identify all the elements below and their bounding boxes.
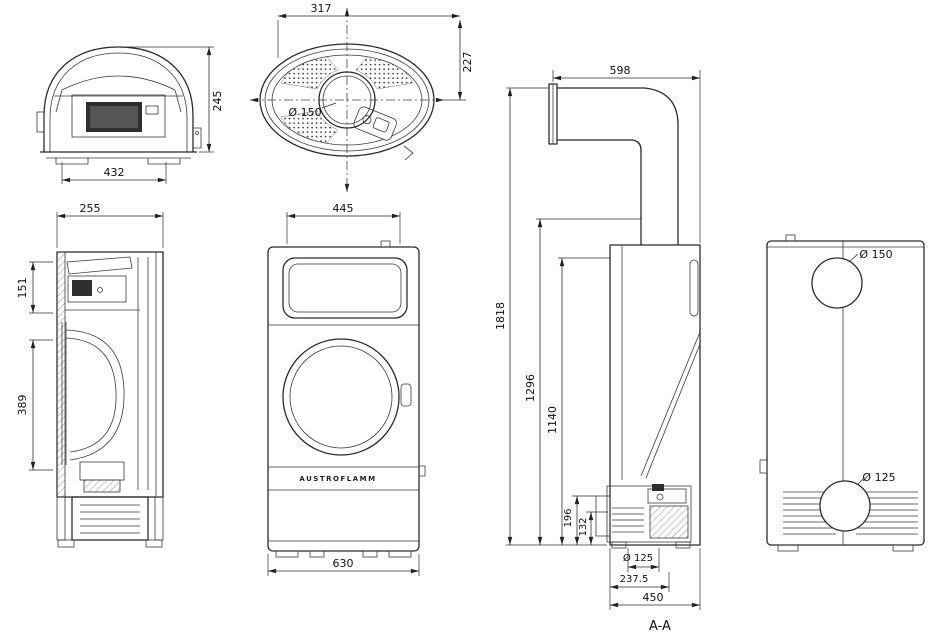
section-hatch-front-wall xyxy=(56,251,66,498)
door-latch xyxy=(400,383,412,407)
view-rear: Ø 150 Ø 125 xyxy=(759,234,925,552)
motor-grille xyxy=(612,507,644,533)
dim-top-width: 317 xyxy=(277,2,460,58)
dim-dome-width: 432 xyxy=(61,162,167,184)
foot xyxy=(275,550,299,558)
dim-label-outlet-diameter: Ø 125 xyxy=(623,552,653,564)
foot xyxy=(57,539,75,548)
perforation-field-lower xyxy=(280,110,339,144)
dim-flue-length: 598 xyxy=(552,64,701,243)
dim-side-chamber-height: 389 xyxy=(16,339,53,471)
dim-outlet-diameter: Ø 125 xyxy=(623,548,660,572)
dim-side-depth: 255 xyxy=(56,202,164,248)
dim-label-front-base-width: 630 xyxy=(333,557,354,570)
dim-section-depth: 450 xyxy=(610,548,701,610)
dim-body-height: 1140 xyxy=(546,257,610,545)
dim-outlet-offset: 237.5 xyxy=(609,548,670,610)
dim-label-side-upper-height: 151 xyxy=(16,278,29,299)
foot xyxy=(145,539,163,548)
foot xyxy=(388,550,412,558)
dim-label-side-chamber-height: 389 xyxy=(16,395,29,416)
dim-label-flue-length: 598 xyxy=(610,64,631,77)
brand-logo: AUSTROFLAMM xyxy=(299,475,376,483)
dim-label-dome-width: 432 xyxy=(104,166,125,179)
dim-label-rear-bottom-outlet: Ø 125 xyxy=(862,471,895,484)
flue-opening xyxy=(318,71,376,129)
dim-label-total-height: 1818 xyxy=(494,302,507,330)
dim-front-body-width: 445 xyxy=(286,202,401,244)
dim-top-depth: 227 xyxy=(438,20,474,101)
dim-label-top-width: 317 xyxy=(311,2,332,15)
view-side-section xyxy=(56,251,164,548)
view-top-plan xyxy=(250,8,444,192)
pedestal-grille xyxy=(80,504,140,534)
foot xyxy=(309,550,325,558)
view-front: AUSTROFLAMM xyxy=(267,240,426,558)
view-top-unit-front xyxy=(36,46,202,165)
pedestal xyxy=(71,496,149,541)
perforation-field-left xyxy=(280,56,339,90)
dim-label-section-depth: 450 xyxy=(643,591,664,604)
perforation-field-right xyxy=(355,56,414,90)
foot xyxy=(777,544,799,552)
rear-top-outlet xyxy=(811,257,863,309)
dim-label-burner-height: 196 xyxy=(563,508,574,527)
dim-front-base-width: 630 xyxy=(267,554,420,576)
control-box xyxy=(353,106,397,141)
dim-side-upper-height: 151 xyxy=(16,261,53,314)
foot xyxy=(611,541,627,549)
fire-door xyxy=(282,338,400,456)
foot xyxy=(675,541,691,549)
dim-label-rear-top-outlet: Ø 150 xyxy=(859,248,892,261)
dim-mid-height: 1296 xyxy=(524,218,641,545)
dim-total-height: 1818 xyxy=(494,87,607,546)
dim-label-side-depth: 255 xyxy=(80,202,101,215)
dim-burner-height: 196 xyxy=(563,495,596,545)
foot xyxy=(892,544,914,552)
dim-label-top-depth: 227 xyxy=(461,52,474,73)
dim-top-flue-diameter: Ø 150 xyxy=(288,102,337,119)
dim-label-dome-height: 245 xyxy=(211,91,224,112)
dim-label-top-flue-diameter: Ø 150 xyxy=(288,106,321,119)
dim-outlet-height: 132 xyxy=(578,511,608,545)
section-label: A-A xyxy=(649,619,671,634)
hopper-slope xyxy=(640,331,701,477)
dim-label-outlet-height: 132 xyxy=(578,517,589,536)
rear-bottom-outlet xyxy=(819,480,871,532)
dim-label-body-height: 1140 xyxy=(546,406,559,434)
dim-label-mid-height: 1296 xyxy=(524,374,537,402)
dim-label-front-body-width: 445 xyxy=(333,202,354,215)
foot xyxy=(362,550,378,558)
view-section-aa xyxy=(548,83,701,549)
dim-label-outlet-offset: 237.5 xyxy=(620,574,649,585)
dim-dome-height: 245 xyxy=(122,46,224,153)
rear-latch xyxy=(759,459,768,474)
burner-assembly xyxy=(606,485,692,543)
display-window xyxy=(282,257,408,319)
